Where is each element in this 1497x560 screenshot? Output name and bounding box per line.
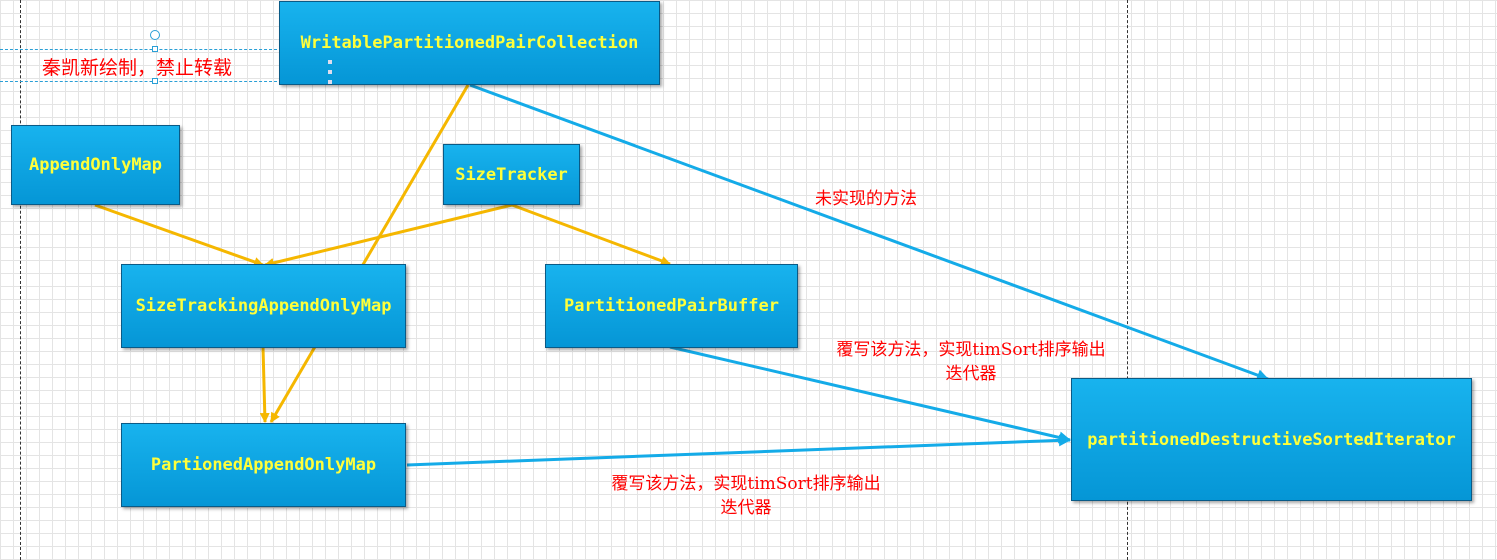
arrow-pairbuffer-to-iterator (669, 345, 1071, 444)
node-partitioned-destructive-sorted-iterator[interactable]: partitionedDestructiveSortedIterator (1071, 378, 1472, 501)
rotation-handle[interactable] (150, 30, 160, 40)
arrow-writable-to-partionedmap (269, 84, 470, 423)
label-override-buffer-line1: 覆写该方法，实现timSort排序输出 (836, 340, 1106, 360)
arrow-sizetracking-to-partionedmap (259, 346, 270, 423)
label-override-buffer-line2: 迭代器 (945, 364, 997, 384)
label-override-map-line2: 迭代器 (720, 498, 772, 518)
arrow-sizetracker-to-pairbuffer (511, 203, 671, 266)
selection-handle-bottom[interactable] (152, 78, 158, 84)
selection-handle-top[interactable] (152, 46, 158, 52)
node-size-tracker[interactable]: SizeTracker (443, 144, 580, 205)
selection-guide-bottom (0, 81, 282, 82)
arrow-partionedmap-to-iterator (406, 434, 1071, 467)
arrow-sizetracker-to-sizetracking (264, 203, 513, 268)
page-guide-right (1127, 0, 1128, 560)
watermark-text[interactable]: 秦凯新绘制，禁止转载 (42, 57, 233, 79)
arrow-appendonlymap-to-sizetracking (94, 203, 264, 267)
node-size-tracking-append-only-map[interactable]: SizeTrackingAppendOnlyMap (121, 264, 406, 348)
node-writable-partitioned-pair-collection[interactable]: WritablePartitionedPairCollection (279, 1, 660, 85)
selection-guide-top (0, 49, 282, 50)
node-partitioned-pair-buffer[interactable]: PartitionedPairBuffer (545, 264, 798, 348)
arrow-writable-to-iterator (469, 83, 1269, 381)
node-append-only-map[interactable]: AppendOnlyMap (11, 125, 180, 205)
label-unimplemented-method: 未实现的方法 (815, 189, 917, 209)
node-partioned-append-only-map[interactable]: PartionedAppendOnlyMap (121, 423, 406, 507)
connection-point-dots (328, 60, 332, 84)
label-override-buffer: 覆写该方法，实现timSort排序输出 迭代器 (815, 338, 1127, 386)
page-guide-left (20, 0, 21, 560)
label-override-map: 覆写该方法，实现timSort排序输出 迭代器 (590, 472, 902, 520)
label-override-map-line1: 覆写该方法，实现timSort排序输出 (611, 474, 881, 494)
